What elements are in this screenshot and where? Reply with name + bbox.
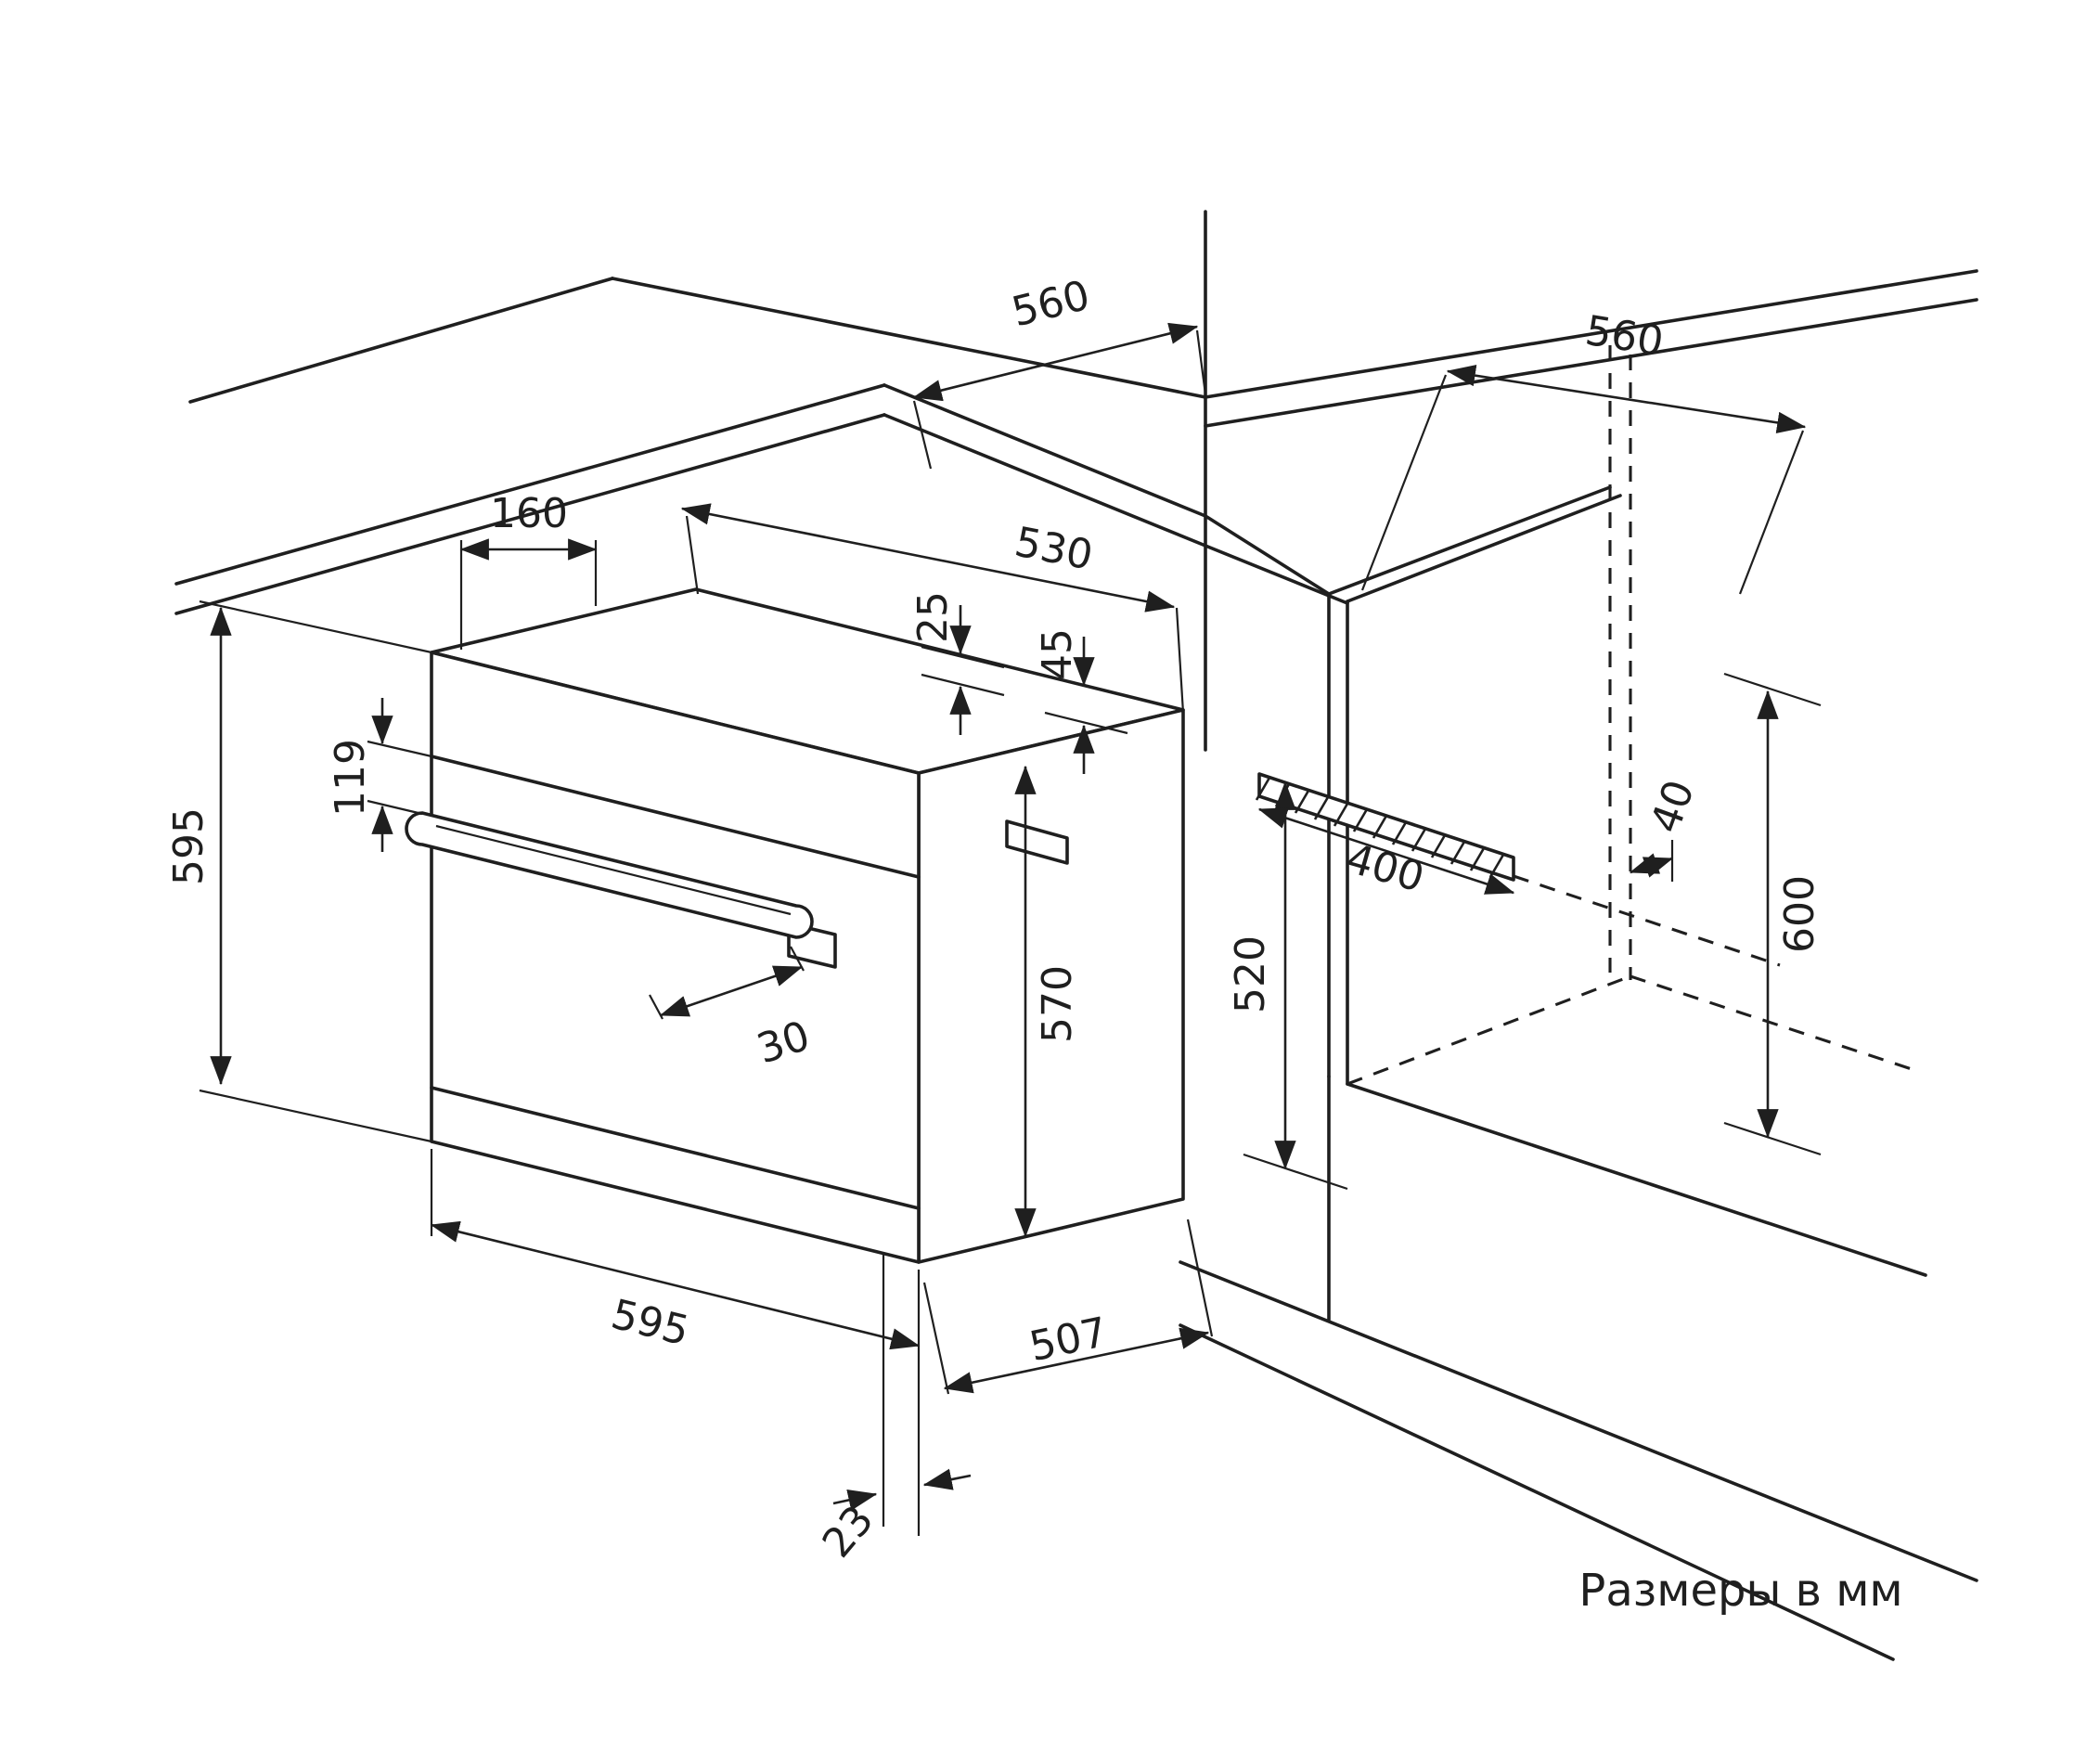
hidden-edge (1630, 974, 1913, 1071)
dim-label-507: 507 (1025, 1309, 1112, 1371)
cabinet-structure (174, 210, 1978, 752)
dim-label-595-height: 595 (165, 807, 213, 885)
units-caption: Размеры в мм (1578, 1565, 1902, 1617)
hidden-edge (1346, 974, 1631, 1086)
dim-label-570: 570 (1034, 965, 1081, 1043)
dim-label-520: 520 (1227, 935, 1274, 1013)
dim-label-530: 530 (1011, 519, 1096, 580)
niche-drawing (1179, 345, 1978, 1661)
dim-label-160: 160 (490, 490, 568, 537)
dim-label-23: 23 (814, 1497, 883, 1567)
dim-label-25: 25 (909, 591, 957, 643)
dim-label-595-width: 595 (607, 1291, 694, 1356)
dim-label-560-left: 560 (1007, 272, 1094, 337)
oven-drawing (405, 587, 1185, 1264)
dim-label-45: 45 (1034, 628, 1081, 680)
door-bottom-line (430, 1086, 921, 1210)
dim-label-119: 119 (327, 739, 374, 817)
dim-label-560-right: 560 (1582, 307, 1667, 367)
control-panel-divider (430, 754, 921, 879)
dim-label-600: 600 (1776, 875, 1823, 953)
hidden-edge (1513, 874, 1781, 967)
dimension-annotations (199, 322, 1822, 1536)
dim-label-40: 40 (1642, 774, 1704, 839)
